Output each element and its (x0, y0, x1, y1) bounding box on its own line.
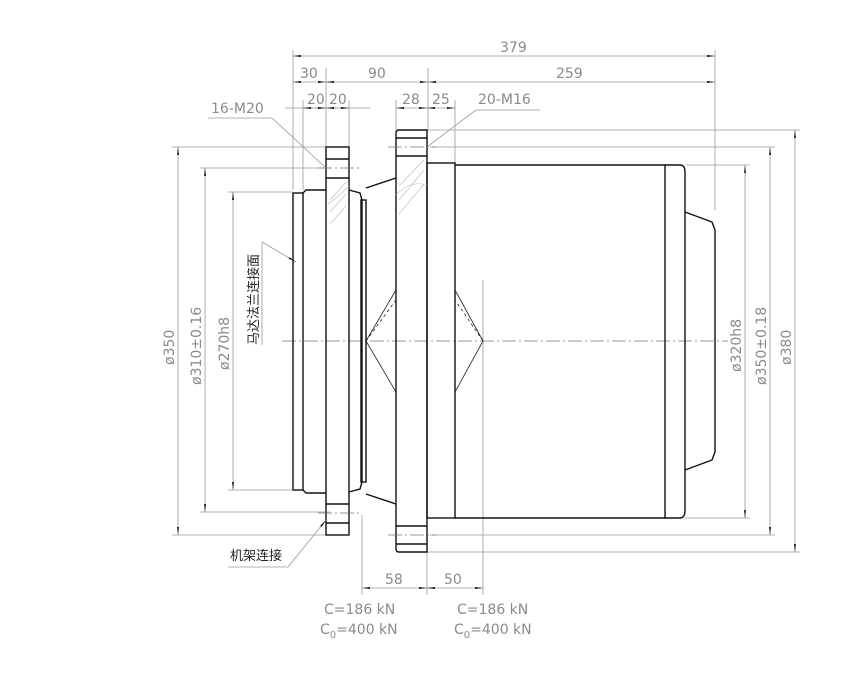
svg-text:25: 25 (432, 92, 450, 108)
drive-body (292, 129, 716, 553)
svg-text:30: 30 (300, 66, 318, 82)
right-flange (395, 129, 428, 553)
horizontal-dimensions: 379 30 90 259 20 20 28 25 58 50 (285, 40, 715, 589)
svg-text:ø350: ø350 (162, 330, 178, 365)
svg-text:C=186 kN: C=186 kN (324, 602, 395, 618)
svg-text:ø380: ø380 (779, 330, 795, 365)
svg-text:16-M20: 16-M20 (211, 101, 264, 117)
svg-text:20: 20 (307, 92, 325, 108)
svg-text:ø310±0.16: ø310±0.16 (189, 307, 205, 385)
extension-lines (172, 50, 800, 595)
svg-text:90: 90 (368, 66, 386, 82)
svg-text:C0=400 kN: C0=400 kN (454, 622, 532, 641)
svg-text:马达法兰连接面: 马达法兰连接面 (246, 254, 262, 345)
svg-text:ø270h8: ø270h8 (217, 317, 233, 370)
svg-text:28: 28 (402, 92, 420, 108)
svg-text:ø320h8: ø320h8 (729, 319, 745, 372)
bearing-rating-left: C=186 kN C0=400 kN (320, 602, 398, 641)
svg-text:50: 50 (444, 572, 462, 588)
svg-text:C0=400 kN: C0=400 kN (320, 622, 398, 641)
svg-text:259: 259 (556, 66, 583, 82)
svg-text:20: 20 (329, 92, 347, 108)
svg-text:ø350±0.18: ø350±0.18 (754, 307, 770, 385)
svg-text:机架连接: 机架连接 (230, 548, 282, 564)
svg-text:C=186 kN: C=186 kN (457, 602, 528, 618)
svg-text:20-M16: 20-M16 (478, 92, 531, 108)
callouts: 16-M20 20-M16 马达法兰连接面 机架连接 (208, 92, 540, 568)
svg-text:379: 379 (500, 40, 527, 56)
bearing-rating-right: C=186 kN C0=400 kN (454, 602, 532, 641)
left-flange (325, 146, 350, 536)
diameter-dimensions: ø350 ø310±0.16 ø270h8 ø320h8 ø350±0.18 ø… (162, 130, 796, 552)
svg-text:58: 58 (385, 572, 403, 588)
